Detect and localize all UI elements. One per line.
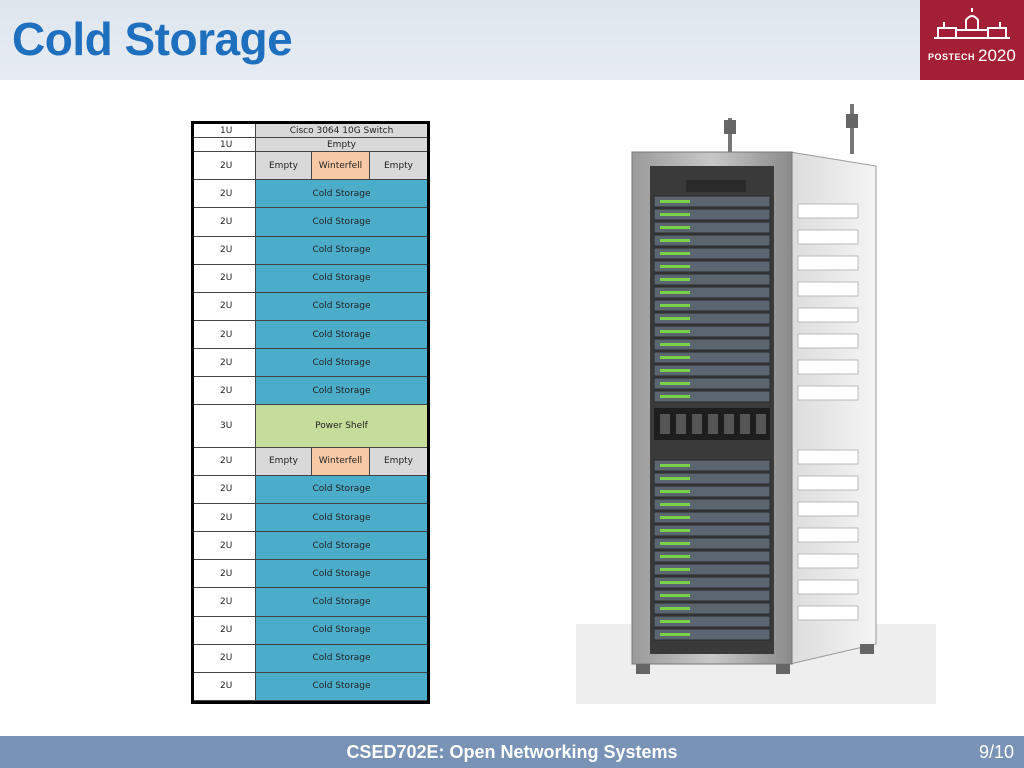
- rack-unit-size: 3U: [194, 405, 256, 447]
- rack-slot-cell: Winterfell: [312, 447, 370, 475]
- server-rack-illustration: [576, 104, 936, 704]
- rack-slot-cell: Power Shelf: [256, 405, 427, 447]
- rack-slot-cell: Cold Storage: [256, 236, 427, 264]
- rack-unit-size: 2U: [194, 349, 256, 377]
- rack-unit-size: 1U: [194, 124, 256, 138]
- rack-unit-size: 2U: [194, 447, 256, 475]
- rack-slot-cell: Cold Storage: [256, 208, 427, 236]
- rack-slot-cell: Cold Storage: [256, 560, 427, 588]
- rack-slot-cell: Empty: [256, 447, 312, 475]
- rack-unit-size: 2U: [194, 616, 256, 644]
- rack-unit-size: 2U: [194, 644, 256, 672]
- rack-unit-size: 2U: [194, 377, 256, 405]
- rack-unit-size: 2U: [194, 532, 256, 560]
- rack-slot-cell: Cold Storage: [256, 180, 427, 208]
- rack-slot-cell: Cold Storage: [256, 292, 427, 321]
- logo-brand: POSTECH: [928, 52, 976, 62]
- rack-slot-cell: Cold Storage: [256, 475, 427, 503]
- rack-slot-cell: Cold Storage: [256, 321, 427, 349]
- rack-unit-size: 1U: [194, 138, 256, 152]
- rack-slot-cell: Winterfell: [312, 152, 370, 180]
- rack-slot-cell: Cold Storage: [256, 644, 427, 672]
- rack-unit-size: 2U: [194, 208, 256, 236]
- rack-slot-cell: Cold Storage: [256, 377, 427, 405]
- rack-slot-cell: Cold Storage: [256, 503, 427, 532]
- rack-unit-size: 2U: [194, 152, 256, 180]
- rack-slot-cell: Cold Storage: [256, 616, 427, 644]
- rack-unit-size: 2U: [194, 560, 256, 588]
- rack-unit-size: 2U: [194, 264, 256, 292]
- rack-slot-cell: Cold Storage: [256, 532, 427, 560]
- rack-slot-cell: Empty: [256, 152, 312, 180]
- rack-slot-cell: Empty: [256, 138, 427, 152]
- rack-slot-cell: Cold Storage: [256, 672, 427, 700]
- slide-title: Cold Storage: [12, 13, 293, 65]
- logo-year: 2020: [978, 46, 1016, 65]
- rack-unit-size: 2U: [194, 672, 256, 700]
- rack-slot-cell: Cold Storage: [256, 588, 427, 616]
- rack-unit-size: 2U: [194, 292, 256, 321]
- rack-slot-cell: Cisco 3064 10G Switch: [256, 124, 427, 138]
- rack-unit-size: 2U: [194, 321, 256, 349]
- rack-slot-cell: Empty: [370, 447, 427, 475]
- course-title: CSED702E: Open Networking Systems: [346, 742, 678, 762]
- page-number: 9/10: [978, 742, 1014, 762]
- building-icon: [934, 8, 1010, 39]
- slide-footer: CSED702E: Open Networking Systems 9/10: [0, 736, 1024, 768]
- postech-logo: POSTECH 2020: [920, 0, 1024, 80]
- rack-unit-size: 2U: [194, 236, 256, 264]
- rack-slot-cell: Empty: [370, 152, 427, 180]
- rack-slot-cell: Cold Storage: [256, 264, 427, 292]
- server-rack-photo: [576, 104, 936, 704]
- rack-unit-size: 2U: [194, 503, 256, 532]
- slide-header: Cold Storage POSTECH 2020: [0, 0, 1024, 80]
- rack-unit-size: 2U: [194, 475, 256, 503]
- rack-unit-size: 2U: [194, 180, 256, 208]
- rack-slot-cell: Cold Storage: [256, 349, 427, 377]
- rack-unit-size: 2U: [194, 588, 256, 616]
